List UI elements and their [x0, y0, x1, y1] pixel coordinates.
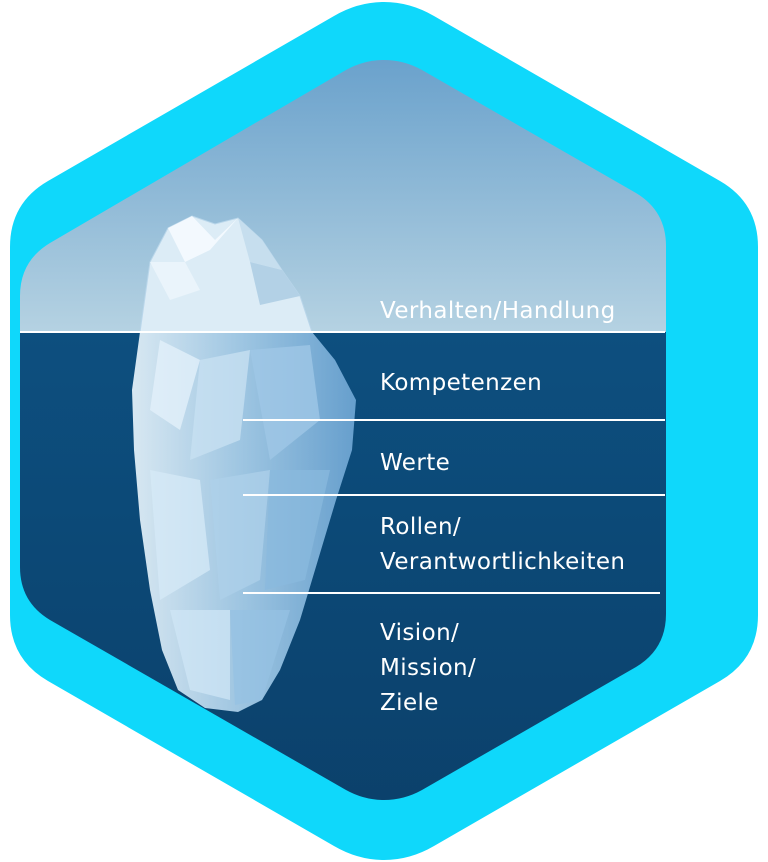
- layer-label-vision: Vision/ Mission/ Ziele: [380, 620, 484, 716]
- layer-label-roles: Rollen/ Verantwortlichkeiten: [380, 514, 625, 575]
- water: [20, 332, 666, 800]
- layer-label-behavior: Verhalten/Handlung: [380, 298, 616, 324]
- layer-label-competencies: Kompetenzen: [380, 370, 542, 396]
- layer-label-values: Werte: [380, 450, 450, 476]
- iceberg: [132, 215, 356, 712]
